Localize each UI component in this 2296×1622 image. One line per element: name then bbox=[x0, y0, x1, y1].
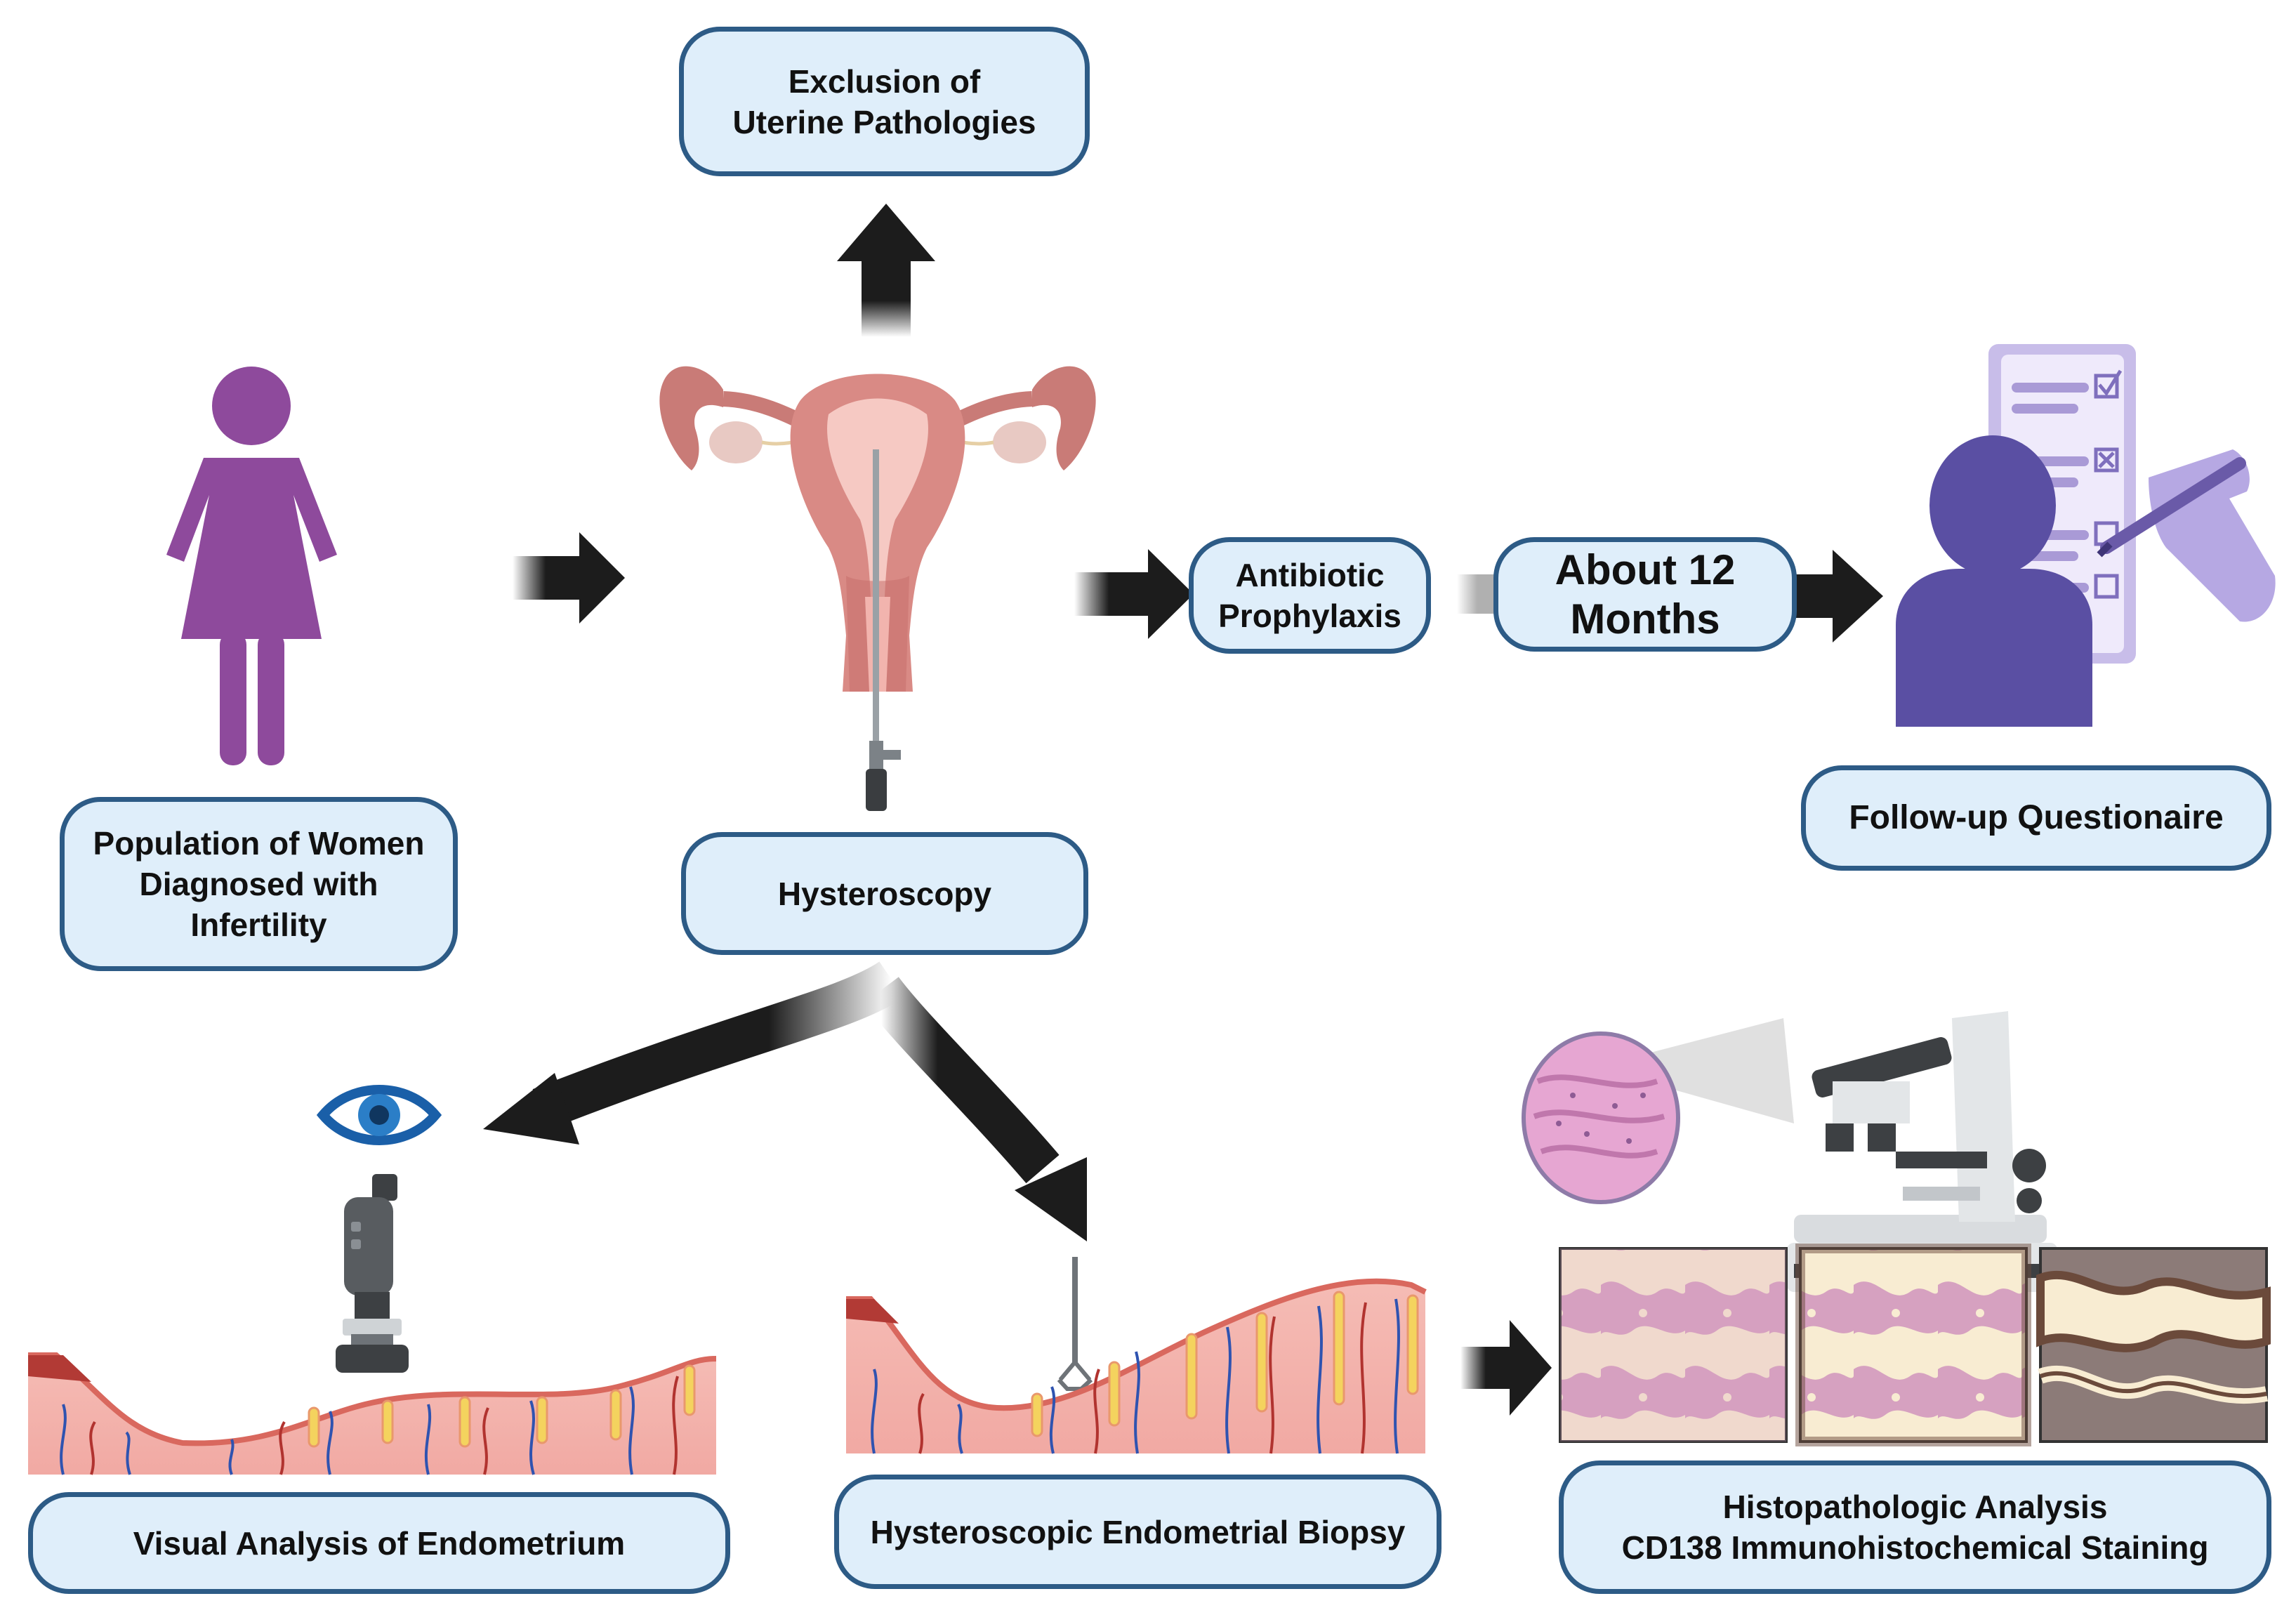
arrow-months-to-followup bbox=[1794, 550, 1883, 642]
population-box: Population of Women Diagnosed with Infer… bbox=[60, 797, 458, 971]
eye-icon bbox=[316, 1085, 442, 1145]
population-label: Population of Women Diagnosed with Infer… bbox=[93, 825, 425, 943]
biopsy-label: Hysteroscopic Endometrial Biopsy bbox=[870, 1513, 1406, 1550]
arrow-curved-to-biopsy bbox=[864, 977, 1087, 1241]
tissue-sample-icon bbox=[1559, 1244, 2271, 1446]
hysteroscopy-label: Hysteroscopy bbox=[777, 875, 992, 912]
questionnaire-person-icon bbox=[1896, 344, 2276, 727]
biopsy-forceps-icon bbox=[1057, 1257, 1093, 1391]
visual-analysis-label: Visual Analysis of Endometrium bbox=[133, 1524, 626, 1562]
arrow-to-antibiotic bbox=[1074, 549, 1194, 639]
camera-icon bbox=[336, 1174, 409, 1373]
antibiotic-box: Antibiotic Prophylaxis bbox=[1189, 537, 1431, 654]
visual-analysis-box: Visual Analysis of Endometrium bbox=[28, 1492, 730, 1594]
followup-box: Follow-up Questionaire bbox=[1801, 765, 2271, 871]
histo-label: Histopathologic Analysis CD138 Immunohis… bbox=[1621, 1489, 2209, 1566]
biopsy-box: Hysteroscopic Endometrial Biopsy bbox=[834, 1475, 1441, 1589]
histo-box: Histopathologic Analysis CD138 Immunohis… bbox=[1559, 1461, 2271, 1594]
exclusion-box: Exclusion of Uterine Pathologies bbox=[679, 27, 1090, 176]
arrow-woman-to-uterus bbox=[513, 532, 625, 624]
antibiotic-label: Antibiotic Prophylaxis bbox=[1218, 557, 1401, 634]
microscope-icon bbox=[1522, 1011, 2057, 1292]
endometrium-biopsy-tissue bbox=[846, 1278, 1427, 1454]
months-box: About 12 Months bbox=[1493, 537, 1797, 652]
arrow-to-histo bbox=[1460, 1320, 1552, 1416]
hysteroscopy-box: Hysteroscopy bbox=[681, 832, 1088, 955]
endometrium-visual-tissue bbox=[28, 1352, 717, 1475]
hysteroscope-icon bbox=[866, 449, 901, 811]
exclusion-label: Exclusion of Uterine Pathologies bbox=[732, 62, 1036, 140]
arrow-curved-to-visual bbox=[483, 961, 904, 1145]
woman-icon bbox=[166, 367, 337, 765]
followup-label: Follow-up Questionaire bbox=[1849, 799, 2224, 836]
months-label: About 12 Months bbox=[1555, 546, 1736, 642]
arrow-up-exclusion bbox=[837, 204, 935, 337]
